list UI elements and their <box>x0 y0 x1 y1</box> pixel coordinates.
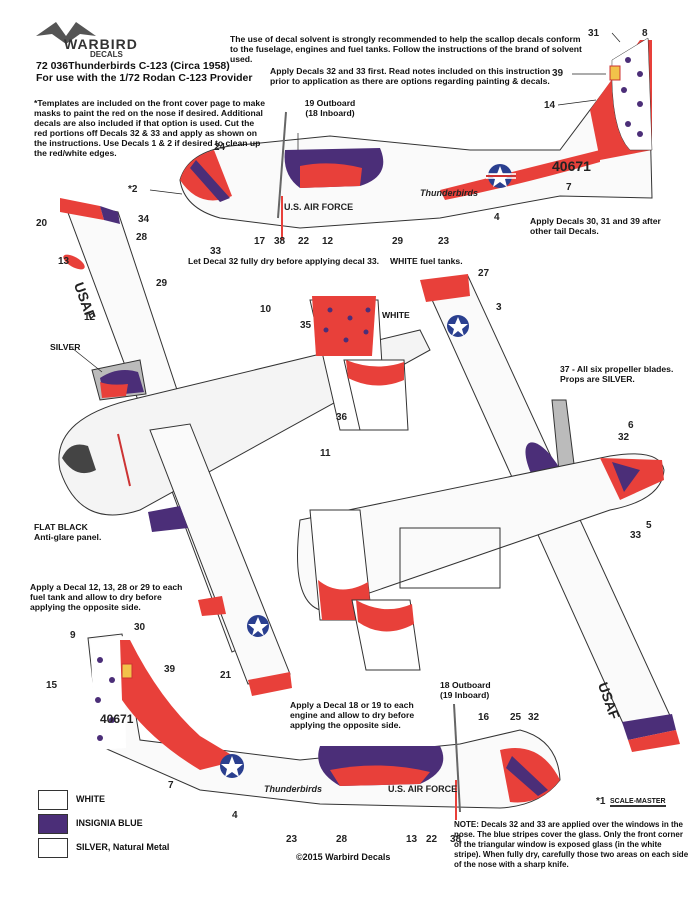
thunderbirds-script-bottom: Thunderbirds <box>264 784 322 794</box>
callout: 32 <box>528 712 540 723</box>
tail-decals-note: Apply Decals 30, 31 and 39 after other t… <box>530 216 661 236</box>
callout: 8 <box>642 28 648 39</box>
callout: 36 <box>336 412 348 423</box>
product-line-2: For use with the 1/72 Rodan C-123 Provid… <box>36 72 253 84</box>
callout: 17 <box>254 236 266 247</box>
engine-outboard-bottom: 18 Outboard (19 Inboard) <box>440 680 520 700</box>
callout: 29 <box>156 278 168 289</box>
right-wing-plan <box>297 274 680 752</box>
air-force-top: U.S. AIR FORCE <box>284 202 354 212</box>
callout: 10 <box>260 304 272 315</box>
scale-master-logo: SCALE-MASTER <box>610 798 666 807</box>
callout: 4 <box>232 810 238 821</box>
product-line-1: 72 036Thunderbirds C-123 (Circa 1958) <box>36 60 230 72</box>
silver-label: SILVER <box>50 342 81 352</box>
brand-name: WARBIRD <box>64 36 138 52</box>
legend-label-blue: INSIGNIA BLUE <box>76 818 143 828</box>
callout: 24 <box>214 142 226 153</box>
top-side-profile <box>149 32 653 240</box>
callout: 25 <box>510 712 522 723</box>
brand-logo: WARBIRD DECALS <box>40 36 160 59</box>
callout: 7 <box>566 182 572 193</box>
callout: 38 <box>450 834 462 845</box>
callout: 14 <box>544 100 556 111</box>
callout: 30 <box>134 622 146 633</box>
engine-decal-note: Apply a Decal 18 or 19 to each engine an… <box>290 700 415 730</box>
legend-swatch-blue <box>38 814 68 834</box>
inboard-label: (18 Inboard) <box>305 108 355 118</box>
callout: 5 <box>646 520 652 531</box>
callout: 13 <box>406 834 418 845</box>
white-label: WHITE <box>382 310 410 320</box>
callout: 9 <box>70 630 76 641</box>
brand-subtitle: DECALS <box>90 50 123 59</box>
callout: 23 <box>438 236 450 247</box>
callout: 31 <box>588 28 600 39</box>
outboard-label: 19 Outboard <box>304 98 356 108</box>
callout: 27 <box>478 268 490 279</box>
callout: *2 <box>128 184 138 195</box>
callout: 32 <box>618 432 630 443</box>
callout: 39 <box>552 68 564 79</box>
lower-left-wing-plan <box>148 423 292 696</box>
fuselage-plan-view <box>58 296 431 516</box>
callout: 21 <box>220 670 232 681</box>
engine-outboard-top: 19 Outboard (18 Inboard) <box>290 98 370 118</box>
warbird-logo-icon <box>36 22 96 44</box>
fuel-tank-decal-note: Apply a Decal 12, 13, 28 or 29 to each f… <box>30 582 183 612</box>
legend-label-white: WHITE <box>76 794 105 804</box>
callout: 34 <box>138 214 150 225</box>
nose-note: NOTE: Decals 32 and 33 are applied over … <box>454 820 689 869</box>
copyright: ©2015 Warbird Decals <box>296 852 391 862</box>
flat-black-line-1: FLAT BLACK <box>34 522 88 532</box>
callout: 22 <box>426 834 438 845</box>
callout: 22 <box>298 236 310 247</box>
legend-swatch-white <box>38 790 68 810</box>
callout: 28 <box>136 232 148 243</box>
fuel-tanks-note: WHITE fuel tanks. <box>390 256 463 266</box>
callout: 6 <box>628 420 634 431</box>
legend-swatch-silver <box>38 838 68 858</box>
flat-black-label: FLAT BLACK Anti-glare panel. <box>34 522 101 542</box>
air-force-bottom: U.S. AIR FORCE <box>388 784 458 794</box>
bottom-side-profile <box>87 633 561 820</box>
callout: *1 <box>596 796 606 807</box>
callout: 35 <box>300 320 312 331</box>
solvent-note: The use of decal solvent is strongly rec… <box>230 34 582 64</box>
callout: 15 <box>46 680 58 691</box>
callout: 7 <box>168 780 174 791</box>
callout: 4 <box>494 212 500 223</box>
callout: 16 <box>478 712 490 723</box>
callout: 39 <box>164 664 176 675</box>
thunderbirds-script-top: Thunderbirds <box>420 188 478 198</box>
flat-black-line-2: Anti-glare panel. <box>34 532 102 542</box>
serial-top: 40671 <box>552 158 591 174</box>
callout: 13 <box>58 256 70 267</box>
callout: 12 <box>84 312 96 323</box>
callout: 11 <box>320 448 331 459</box>
legend-label-silver: SILVER, Natural Metal <box>76 842 170 852</box>
template-note: *Templates are included on the front cov… <box>34 98 265 158</box>
outboard-label-bottom: 18 Outboard <box>440 680 491 690</box>
product-title: 72 036Thunderbirds C-123 (Circa 1958) Fo… <box>36 60 252 84</box>
first-decals-note: Apply Decals 32 and 33 first. Read notes… <box>270 66 551 86</box>
callout: 33 <box>210 246 222 257</box>
callout: 3 <box>496 302 502 313</box>
inboard-label-bottom: (19 Inboard) <box>440 690 490 700</box>
callout: 29 <box>392 236 404 247</box>
callout: 23 <box>286 834 298 845</box>
serial-bottom: 40671 <box>100 712 134 726</box>
decal-32-note: Let Decal 32 fully dry before applying d… <box>188 256 380 266</box>
callout: 12 <box>322 236 334 247</box>
callout: 33 <box>630 530 642 541</box>
callout: 28 <box>336 834 348 845</box>
propeller-note: 37 - All six propeller blades. Props are… <box>560 364 674 384</box>
callout: 20 <box>36 218 48 229</box>
callout: 38 <box>274 236 286 247</box>
